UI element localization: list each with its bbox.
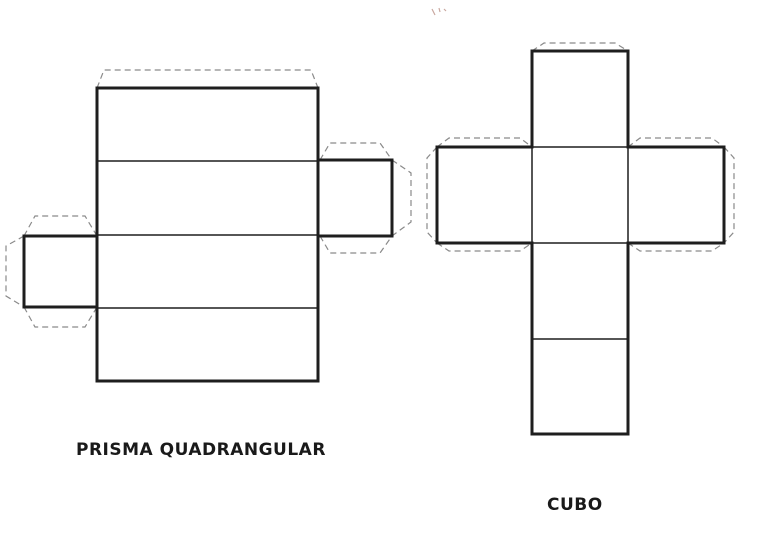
prism-base-right bbox=[316, 158, 394, 238]
prism-base-left bbox=[22, 234, 99, 309]
cube-flap-left-top bbox=[436, 137, 533, 148]
cube-flap-top bbox=[531, 42, 629, 52]
cube-flap-right-top bbox=[627, 137, 725, 148]
prism-flap-right-top bbox=[319, 142, 393, 161]
cube-flap-right-side bbox=[723, 146, 735, 244]
prism-flap-top bbox=[96, 69, 319, 89]
prism-label: PRISMA QUADRANGULAR bbox=[76, 440, 326, 460]
prism-flap-right-bottom bbox=[319, 235, 393, 254]
prism-flap-left-top bbox=[23, 215, 98, 237]
prism-flap-left-bottom bbox=[23, 306, 98, 328]
prism-net bbox=[5, 69, 412, 383]
scan-smudge bbox=[431, 7, 447, 16]
cube-label: CUBO bbox=[547, 495, 603, 515]
cube-flap-left-side bbox=[426, 146, 438, 244]
prism-flap-right-side bbox=[391, 159, 412, 237]
cube-net bbox=[426, 42, 735, 436]
prism-flap-left-side bbox=[5, 235, 25, 308]
cube-flap-left-bottom bbox=[436, 242, 533, 252]
cube-flap-right-bottom bbox=[627, 242, 725, 252]
